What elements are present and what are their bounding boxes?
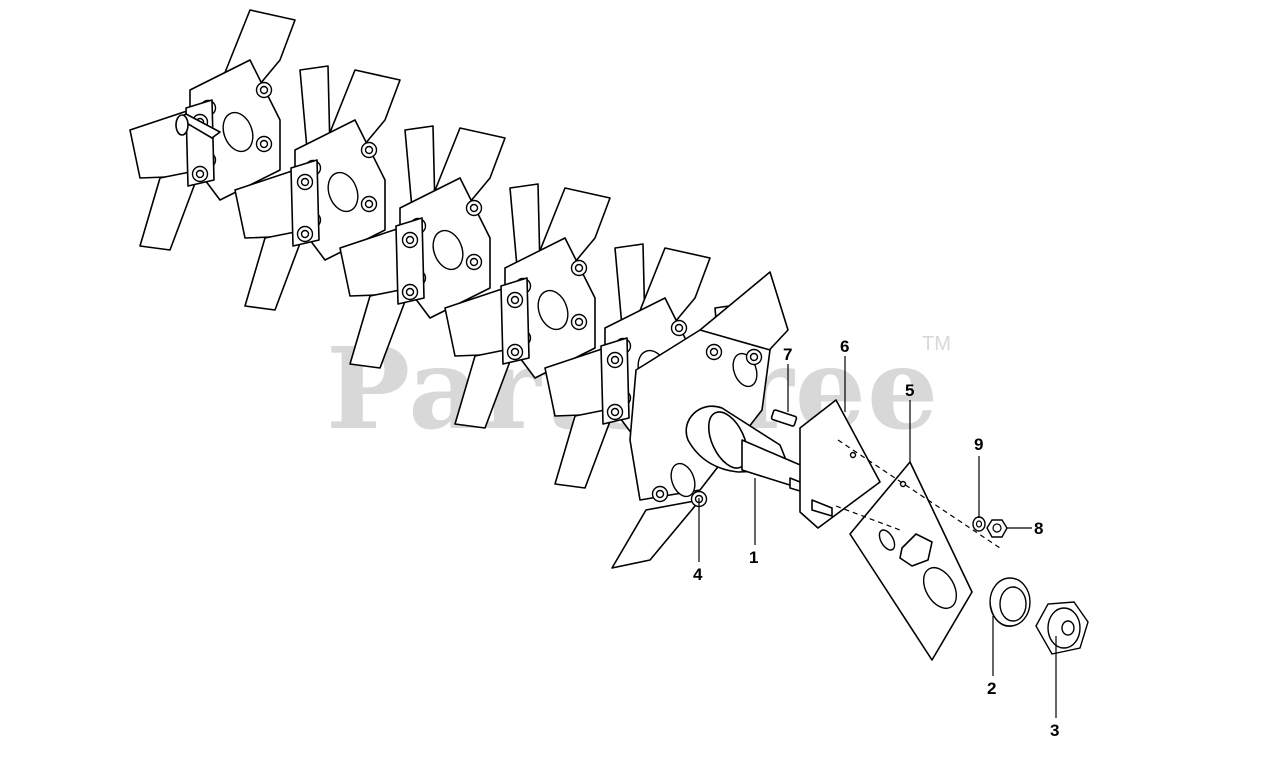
shaft — [685, 405, 813, 495]
tine-section — [339, 127, 541, 369]
callout-1[interactable]: 1 — [749, 548, 758, 567]
assembly-axis-upper — [837, 439, 1001, 549]
callout-2[interactable]: 2 — [987, 679, 996, 698]
lock-nut-3 — [1035, 601, 1089, 655]
callouts: 1 2 3 4 5 6 7 8 9 — [693, 337, 1059, 740]
tine-section — [129, 9, 331, 251]
bearing-2 — [989, 577, 1031, 627]
callout-9[interactable]: 9 — [974, 435, 983, 454]
watermark-trademark: TM — [922, 333, 951, 355]
callout-6[interactable]: 6 — [840, 337, 849, 356]
callout-5[interactable]: 5 — [905, 381, 914, 400]
washer-9 — [972, 516, 986, 532]
tine-section — [234, 69, 436, 311]
callout-4[interactable]: 4 — [693, 565, 703, 584]
tine-assembly — [129, 9, 789, 569]
callout-7[interactable]: 7 — [783, 345, 792, 364]
callout-8[interactable]: 8 — [1034, 519, 1043, 538]
end-plate-6 — [770, 399, 881, 529]
bracket-5 — [849, 461, 973, 661]
callout-3[interactable]: 3 — [1050, 721, 1059, 740]
leader-lines — [698, 356, 1057, 718]
assembly-axis-lower — [835, 505, 901, 531]
hex-nut-8 — [986, 519, 1008, 538]
